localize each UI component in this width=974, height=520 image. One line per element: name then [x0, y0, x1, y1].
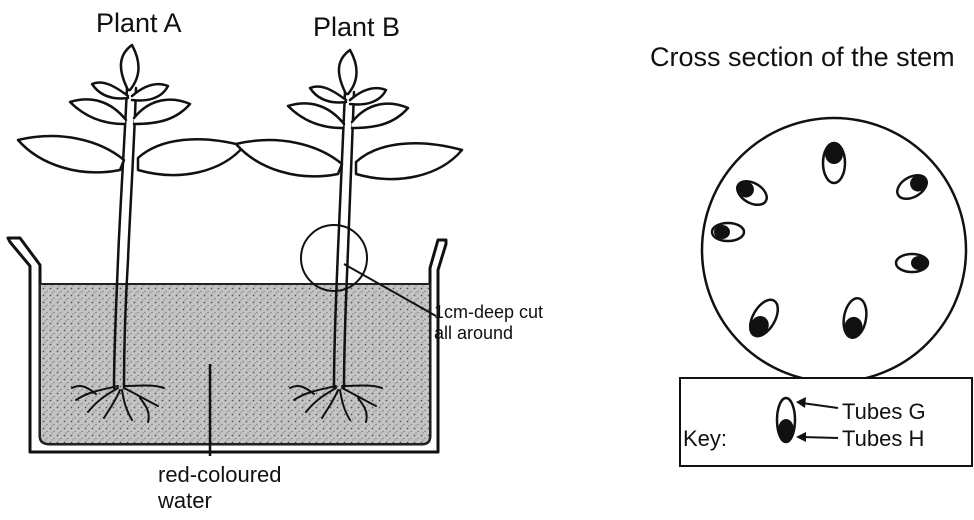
vascular-bundle-right [896, 254, 928, 272]
vascular-bundle-top [823, 143, 845, 183]
vascular-bundle-left [712, 223, 744, 241]
key-tube-symbol [777, 398, 795, 442]
tubes-g-label: Tubes G [842, 399, 926, 424]
key-label: Key: [683, 426, 727, 451]
cut-note-label: 1cm-deep cut all around [434, 302, 554, 343]
stem-cross-section [702, 118, 966, 382]
cross-section-title: Cross section of the stem [650, 42, 955, 73]
plant-a-leaves [18, 45, 244, 175]
cut-region-circle [301, 225, 367, 291]
plant-a-label: Plant A [96, 8, 182, 39]
red-coloured-water [40, 284, 430, 444]
key-box [680, 378, 972, 466]
plant-b-label: Plant B [313, 12, 400, 43]
water-note-label: red-coloured water [158, 462, 298, 515]
plant-b-leaves [236, 50, 462, 179]
tubes-h-label: Tubes H [842, 426, 924, 451]
